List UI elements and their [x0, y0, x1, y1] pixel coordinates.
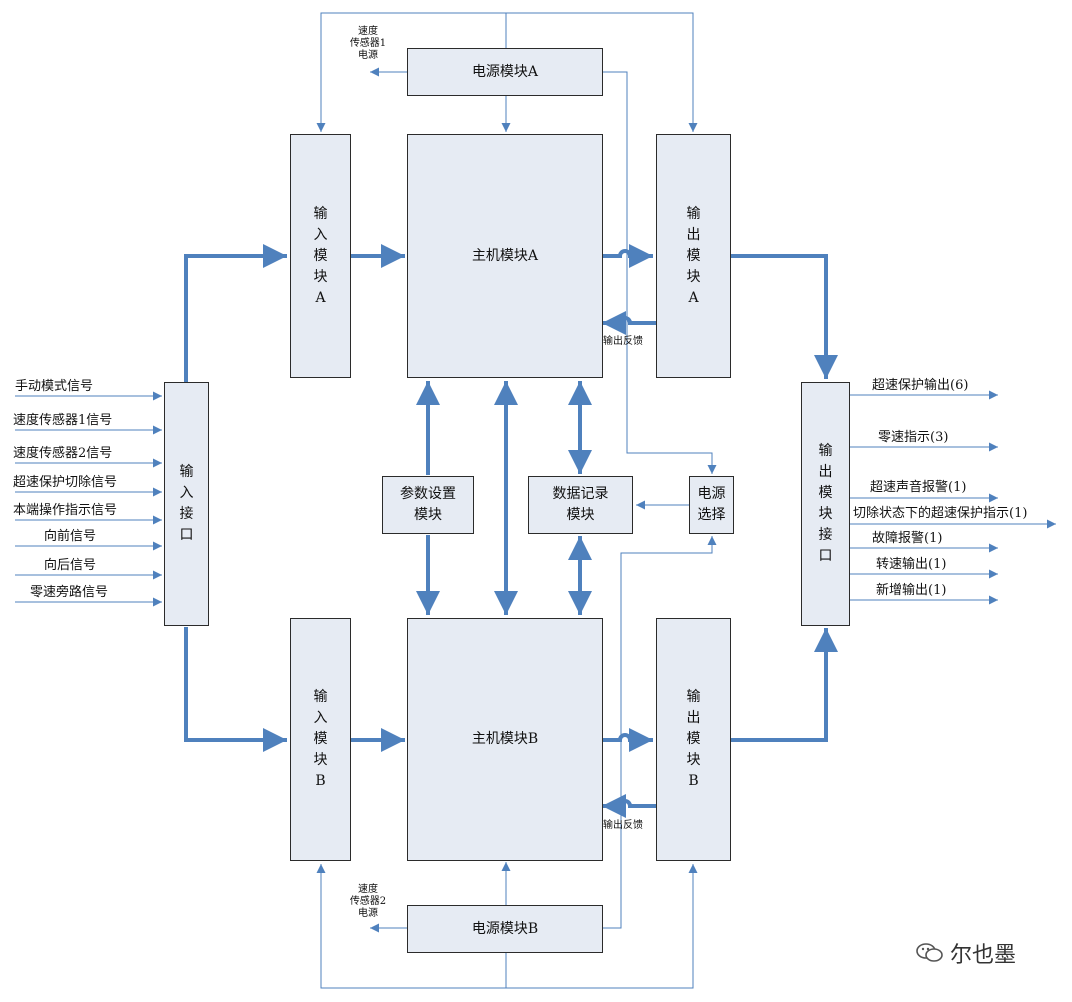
wechat-icon	[916, 943, 943, 962]
wire-feedback-b	[602, 794, 657, 818]
wire-host-b-to-output-b	[603, 728, 653, 752]
output-signal-label: 切除状态下的超速保护指示(1)	[853, 506, 1028, 521]
power-module-a: 电源模块A	[407, 48, 603, 96]
input-signal-label: 超速保护切除信号	[13, 475, 118, 490]
output-signal-label: 零速指示(3)	[878, 430, 949, 445]
host-module-b-label: 主机模块B	[471, 731, 539, 747]
input-module-b-label: 输 入 模 块 B	[313, 689, 328, 789]
output-signal-label: 超速保护输出(6)	[872, 378, 969, 393]
wire-power-b-loop	[316, 864, 698, 989]
sensor2-power-label: 速度 传感器2 电源	[349, 884, 387, 919]
power-select-module: 电源 选择	[689, 476, 734, 534]
wire-feedback-a	[602, 311, 657, 335]
input-signal-label: 手动模式信号	[15, 379, 94, 394]
host-module-b: 主机模块B	[407, 618, 603, 861]
output-port: 输 出 模 块 接 口	[801, 382, 850, 626]
output-module-b: 输 出 模 块 B	[656, 618, 731, 861]
power-module-b: 电源模块B	[407, 905, 603, 953]
host-module-a: 主机模块A	[407, 134, 603, 378]
data-record-label: 数据记录 模块	[552, 486, 609, 523]
wire-inport-to-input-b	[184, 627, 287, 752]
power-select-label: 电源 选择	[697, 486, 726, 523]
input-signal-label: 速度传感器2信号	[13, 446, 113, 461]
power-module-b-label: 电源模块B	[471, 920, 539, 937]
data-record-module: 数据记录 模块	[528, 476, 633, 534]
wire-host-a-to-output-a	[603, 244, 653, 268]
input-module-a-label: 输 入 模 块 A	[313, 205, 328, 306]
wire-power-b-to-select	[603, 536, 717, 929]
input-signal-label: 向前信号	[44, 529, 97, 544]
output-module-a: 输 出 模 块 A	[656, 134, 731, 378]
power-module-a-label: 电源模块A	[471, 63, 539, 80]
feedback-a-label: 输出反馈	[603, 336, 643, 347]
input-port: 输 入 接 口	[164, 382, 209, 626]
output-signal-label: 新增输出(1)	[876, 583, 947, 598]
wire-inport-to-input-a	[184, 244, 287, 382]
input-module-a: 输 入 模 块 A	[290, 134, 351, 378]
param-setting-module: 参数设置 模块	[382, 476, 474, 534]
output-module-a-label: 输 出 模 块 A	[686, 205, 701, 306]
wire-output-a-to-outport	[731, 254, 838, 379]
wire-output-b-to-outport	[731, 628, 838, 742]
input-signal-label: 向后信号	[44, 558, 97, 573]
watermark: 尔也墨	[916, 937, 1016, 969]
output-port-label: 输 出 模 块 接 口	[818, 443, 833, 564]
host-module-a-label: 主机模块A	[471, 247, 539, 264]
output-signal-label: 故障报警(1)	[872, 531, 943, 546]
input-port-label: 输 入 接 口	[179, 464, 194, 543]
input-module-b: 输 入 模 块 B	[290, 618, 351, 861]
input-signal-label: 零速旁路信号	[30, 585, 109, 600]
wire-power-a-to-select	[603, 71, 717, 474]
sensor1-power-label: 速度 传感器1 电源	[349, 26, 387, 61]
input-signal-label: 速度传感器1信号	[13, 413, 113, 428]
output-signal-label: 转速输出(1)	[876, 557, 947, 572]
param-setting-label: 参数设置 模块	[400, 486, 456, 523]
watermark-text: 尔也墨	[950, 943, 1017, 968]
output-module-b-label: 输 出 模 块 B	[686, 689, 701, 789]
output-signal-label: 超速声音报警(1)	[870, 480, 967, 495]
feedback-b-label: 输出反馈	[603, 820, 643, 831]
input-signal-label: 本端操作指示信号	[13, 503, 118, 518]
